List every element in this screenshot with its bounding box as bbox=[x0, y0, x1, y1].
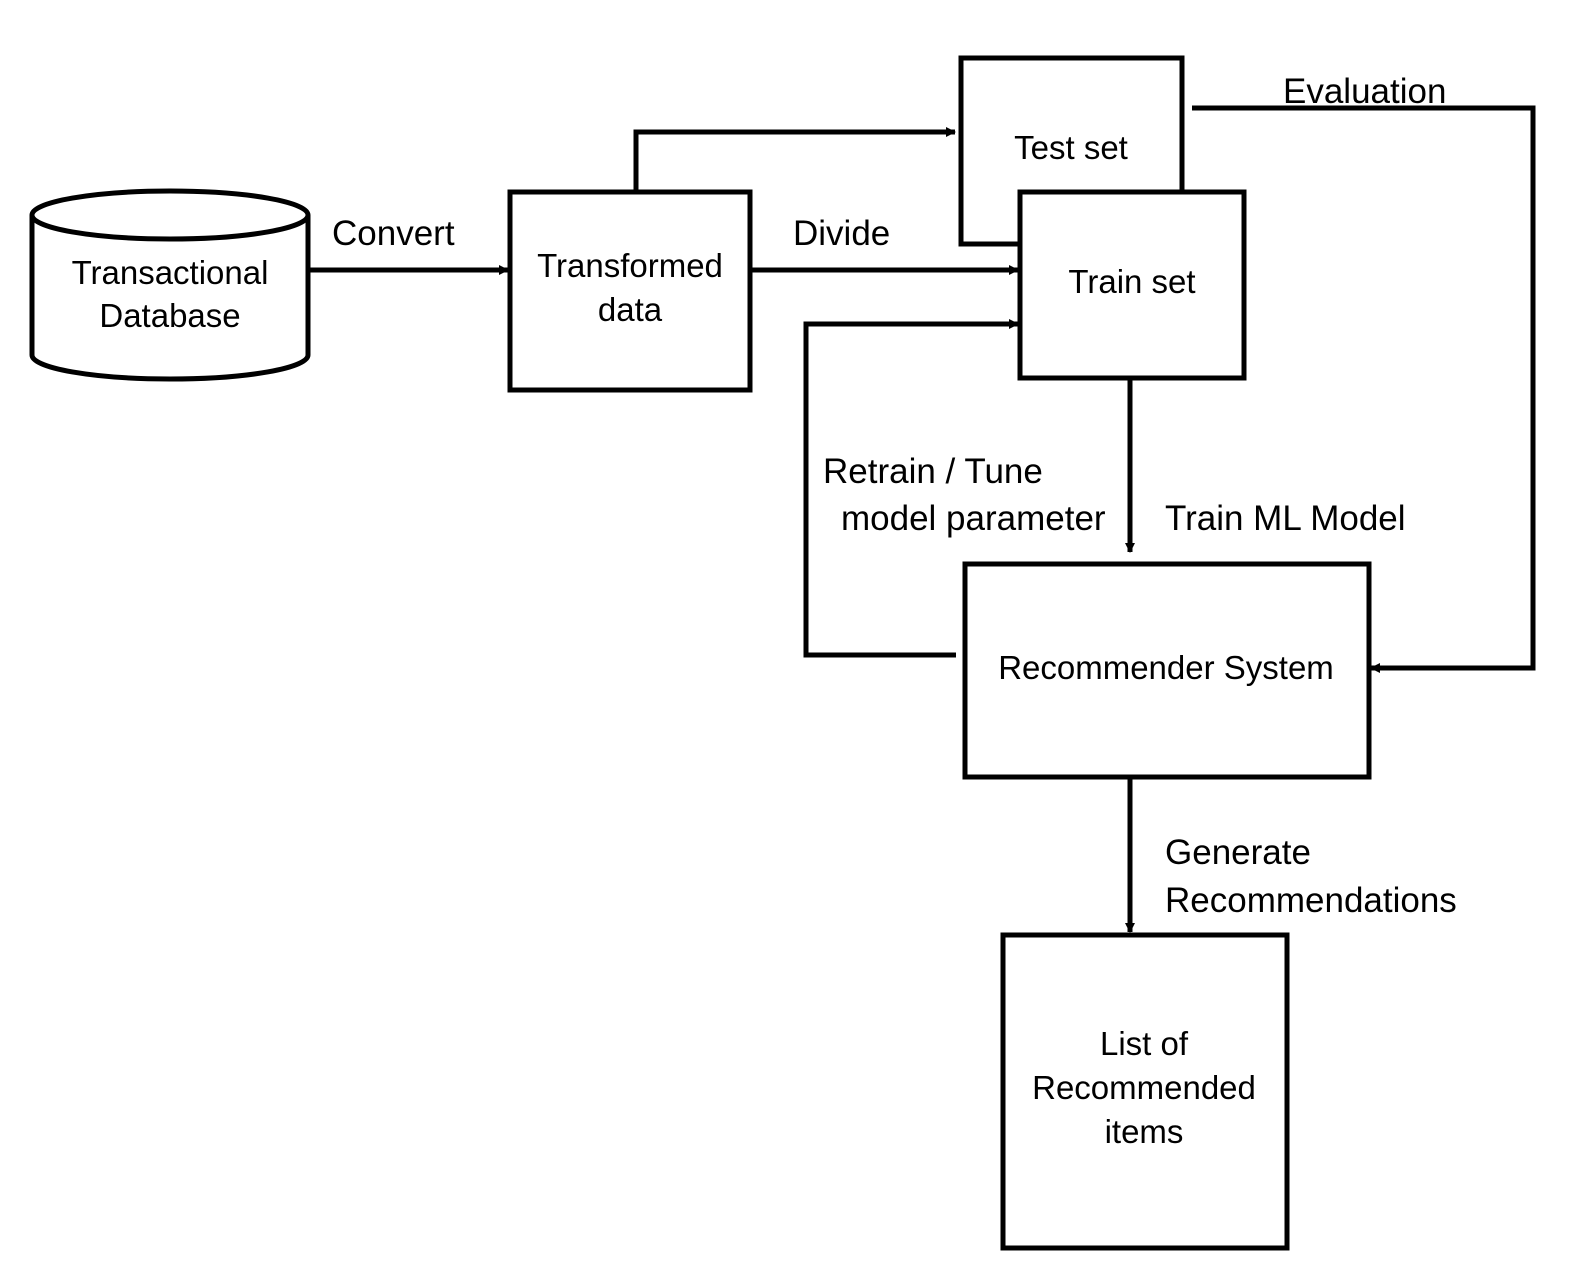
transformed-data-box bbox=[507, 189, 753, 393]
transformed-data-node: Transformed data bbox=[507, 189, 753, 393]
recommended-items-label-line2: Recommended bbox=[1032, 1069, 1256, 1106]
test-set-label: Test set bbox=[1014, 129, 1128, 166]
recommended-items-label-line1: List of bbox=[1100, 1025, 1189, 1062]
divide-label: Divide bbox=[793, 214, 890, 253]
train-set-node: Train set bbox=[1017, 189, 1247, 381]
retrain-label-line2: model parameter bbox=[841, 499, 1106, 538]
evaluation-label: Evaluation bbox=[1283, 72, 1446, 111]
database-body bbox=[29, 215, 311, 382]
generate-label-line2: Recommendations bbox=[1165, 881, 1457, 920]
recommended-items-box bbox=[1000, 932, 1290, 1251]
transformed-data-label-line1: Transformed bbox=[537, 247, 723, 284]
retrain-arrow bbox=[803, 319, 1019, 658]
database-top bbox=[29, 188, 311, 242]
recommender-system-label: Recommender System bbox=[998, 649, 1334, 686]
database-label-line2: Database bbox=[99, 297, 240, 334]
database-label-line1: Transactional bbox=[72, 254, 269, 291]
recommended-items-node: List of Recommended items bbox=[1000, 932, 1290, 1251]
train-set-box bbox=[1017, 189, 1247, 381]
convert-label: Convert bbox=[332, 214, 455, 253]
evaluation-arrow bbox=[1192, 105, 1536, 673]
recommender-system-box bbox=[962, 561, 1372, 780]
transactional-database-node: Transactional Database bbox=[29, 188, 311, 382]
recommended-items-label-line3: items bbox=[1105, 1113, 1184, 1150]
retrain-label-line1: Retrain / Tune bbox=[823, 452, 1043, 491]
train-model-label: Train ML Model bbox=[1165, 499, 1406, 538]
train-set-label: Train set bbox=[1068, 263, 1195, 300]
generate-label-line1: Generate bbox=[1165, 833, 1311, 872]
recommender-system-node: Recommender System bbox=[962, 561, 1372, 780]
test-split-arrow bbox=[633, 127, 956, 192]
transformed-data-label-line2: data bbox=[598, 291, 663, 328]
